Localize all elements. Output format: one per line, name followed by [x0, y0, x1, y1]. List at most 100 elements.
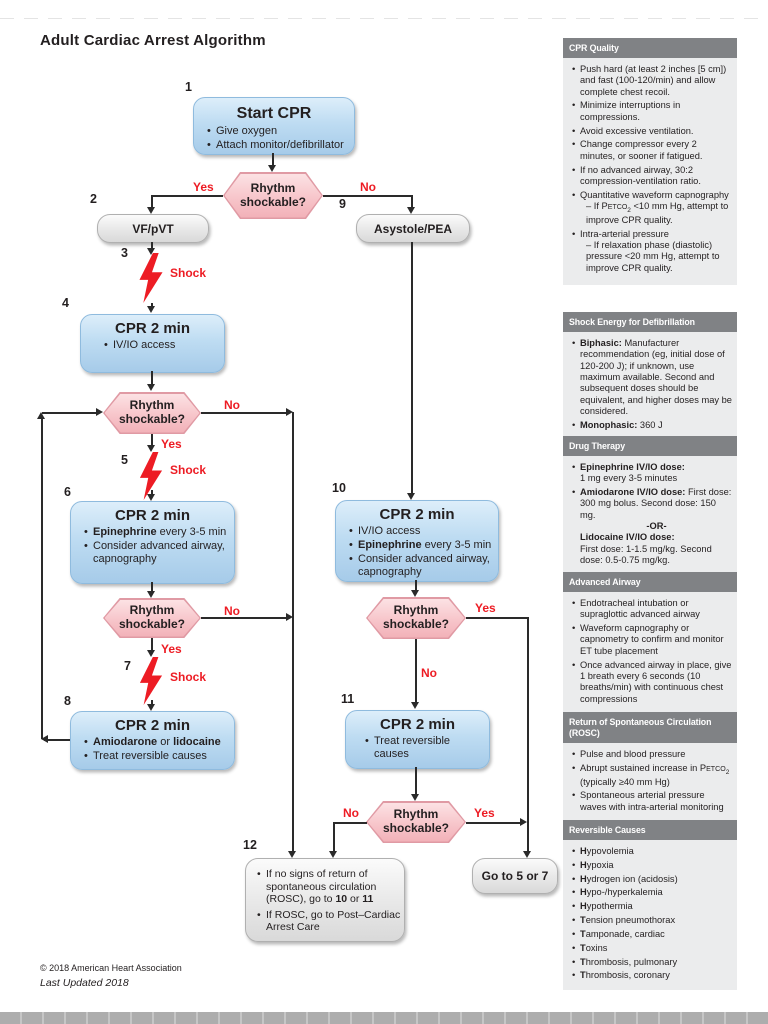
list-item: Amiodarone or lidocaine: [84, 736, 230, 749]
step-number-10: 10: [332, 481, 346, 495]
box-title: CPR 2 min: [379, 716, 455, 733]
start-cpr-bullets: Give oxygenAttach monitor/defibrillator: [194, 125, 354, 152]
list-item: Change compressor every 2 minutes, or so…: [572, 139, 733, 162]
no-label: No: [224, 398, 240, 412]
sidebar-section-drug-therapy: Drug Therapy Epinephrine IV/IO dose:1 mg…: [563, 436, 737, 577]
connector-line: [42, 412, 96, 414]
goto-label: Go to 5 or 7: [481, 869, 549, 883]
diamond-label: Rhythm shockable?: [367, 802, 465, 842]
rhythm-shockable-diamond-2: Rhythm shockable?: [103, 392, 201, 434]
box-title: CPR 2 min: [114, 717, 190, 734]
connector-line: [41, 419, 43, 739]
diamond-label: Rhythm shockable?: [224, 173, 322, 218]
arrowhead-right: [520, 818, 527, 826]
list-item: Hypoxia: [572, 860, 733, 872]
connector-line: [466, 822, 521, 824]
connector-line: [201, 412, 287, 414]
section-header: Drug Therapy: [563, 436, 737, 456]
list-item: Give oxygen: [207, 125, 350, 138]
start-cpr-box: Start CPR Give oxygenAttach monitor/defi…: [193, 97, 355, 155]
arrowhead-down: [147, 494, 155, 501]
list-item: Hypothermia: [572, 901, 733, 913]
section-body: Epinephrine IV/IO dose:1 mg every 3-5 mi…: [563, 455, 737, 577]
step-number-1: 1: [185, 80, 192, 94]
sidebar-section-shock-energy: Shock Energy for Defibrillation Biphasic…: [563, 312, 737, 442]
list-item: If no advanced airway, 30:2 compression-…: [572, 165, 733, 188]
scan-edge-top: [0, 18, 768, 19]
list-item: Consider advanced airway, capnography: [349, 553, 494, 579]
sidebar-section-advanced-airway: Advanced Airway Endotracheal intubation …: [563, 572, 737, 716]
arrowhead-up: [37, 412, 45, 419]
box-bullets: If no signs of return of spontaneous cir…: [246, 868, 404, 934]
cpr-2min-box-6: CPR 2 min Epinephrine every 3-5 minConsi…: [70, 501, 235, 584]
connector-line: [272, 153, 274, 167]
connector-line: [151, 242, 153, 249]
connector-line: [152, 195, 223, 197]
list-item: Attach monitor/defibrillator: [207, 139, 350, 152]
list-item: IV/IO access: [349, 525, 494, 538]
list-item: Monophasic: 360 J: [572, 420, 733, 432]
connector-line: [151, 490, 153, 495]
list-item: Push hard (at least 2 inches [5 cm]) and…: [572, 64, 733, 98]
no-label: No: [343, 806, 359, 820]
shock-bolt-icon: [136, 253, 166, 308]
step-number-9: 9: [339, 197, 346, 211]
list-item: Pulse and blood pressure: [572, 749, 733, 761]
list-item: Waveform capnography or capnometry to co…: [572, 623, 733, 657]
cpr-2min-box-4: CPR 2 min IV/IO access: [80, 314, 225, 373]
cpr-2min-box-8: CPR 2 min Amiodarone or lidocaineTreat r…: [70, 711, 235, 770]
connector-line: [151, 582, 153, 592]
no-label: No: [421, 666, 437, 680]
list-item: Hypo-/hyperkalemia: [572, 887, 733, 899]
copyright-text: © 2018 American Heart Association: [40, 963, 182, 973]
list-item: Intra-arterial pressure– If relaxation p…: [572, 229, 733, 274]
cpr-2min-box-11: CPR 2 min Treat reversible causes: [345, 710, 490, 769]
list-item: Epinephrine IV/IO dose:1 mg every 3-5 mi…: [572, 462, 733, 485]
box-bullets: IV/IO accessEpinephrine every 3-5 minCon…: [336, 525, 498, 579]
list-item: Quantitative waveform capnography– If PE…: [572, 190, 733, 226]
connector-line: [333, 822, 335, 852]
list-item: Thrombosis, coronary: [572, 970, 733, 982]
arrowhead-down: [147, 704, 155, 711]
goto-5-or-7-box: Go to 5 or 7: [472, 858, 558, 894]
connector-line: [151, 303, 153, 307]
list-item: Once advanced airway in place, give 1 br…: [572, 660, 733, 705]
arrowhead-down: [411, 794, 419, 801]
diamond-text: Rhythm shockable?: [118, 603, 186, 631]
step-number-3: 3: [121, 246, 128, 260]
asystole-pea-box: Asystole/PEA: [356, 214, 470, 243]
arrowhead-down: [407, 493, 415, 500]
rhythm-shockable-diamond-3: Rhythm shockable?: [103, 598, 201, 638]
connector-line: [466, 617, 528, 619]
list-item: If ROSC, go to Post–Cardiac Arrest Care: [257, 909, 402, 934]
arrowhead-left: [41, 735, 48, 743]
shock-bolt-icon: [136, 657, 166, 710]
shock-label: Shock: [170, 463, 207, 477]
shock-label: Shock: [170, 670, 207, 684]
box-title: CPR 2 min: [379, 506, 455, 523]
box-bullets: Epinephrine every 3-5 minConsider advanc…: [71, 526, 234, 566]
connector-line: [151, 371, 153, 385]
step-number-11: 11: [341, 692, 355, 706]
list-item: Treat reversible causes: [84, 750, 230, 763]
diamond-label: Rhythm shockable?: [367, 598, 465, 638]
last-updated-text: Last Updated 2018: [40, 977, 129, 989]
connector-line: [323, 195, 412, 197]
box-bullets: Treat reversible causes: [346, 735, 489, 761]
arrowhead-down: [147, 306, 155, 313]
section-header: Return of Spontaneous Circulation (ROSC): [563, 712, 737, 743]
yes-label: Yes: [475, 601, 496, 615]
list-item: Biphasic: Manufacturer recommendation (e…: [572, 338, 733, 417]
start-cpr-title: Start CPR: [236, 105, 312, 122]
arrowhead-down: [523, 851, 531, 858]
step-number-6: 6: [64, 485, 71, 499]
step-number-8: 8: [64, 694, 71, 708]
section-body: Push hard (at least 2 inches [5 cm]) and…: [563, 57, 737, 285]
step-number-2: 2: [90, 192, 97, 206]
connector-line: [44, 739, 70, 741]
connector-line: [415, 767, 417, 795]
arrowhead-down: [268, 165, 276, 172]
rhythm-shockable-diamond-1: Rhythm shockable?: [223, 172, 323, 219]
list-item: IV/IO access: [104, 339, 220, 352]
